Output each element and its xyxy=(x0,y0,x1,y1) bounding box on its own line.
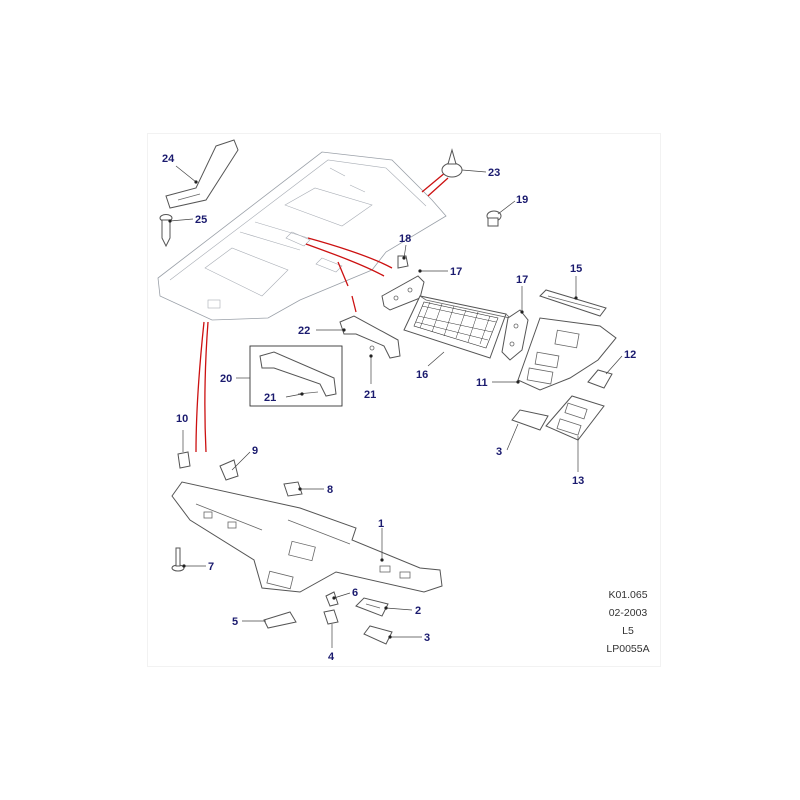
part-11-console-panel xyxy=(517,317,617,391)
callout-20: 20 xyxy=(220,373,232,385)
callout-6: 6 xyxy=(352,587,358,599)
part-10-clip xyxy=(177,430,191,469)
callout-3-upper: 3 xyxy=(496,446,502,458)
revision-date: 02-2003 xyxy=(608,607,648,619)
callout-13: 13 xyxy=(572,475,584,487)
part-17-bracket-right xyxy=(501,309,529,361)
part-3-lamp-upper xyxy=(511,409,549,431)
callout-labels: 24 25 23 19 18 17 17 15 22 16 12 11 20 2… xyxy=(162,153,636,663)
callout-3-lower: 3 xyxy=(424,632,430,644)
part-12-switch xyxy=(587,369,613,389)
part-9-clip xyxy=(219,459,239,481)
callout-9: 9 xyxy=(252,445,258,457)
part-23-clip xyxy=(441,148,463,178)
callout-22: 22 xyxy=(298,325,310,337)
callout-25: 25 xyxy=(195,214,207,226)
part-25-stud xyxy=(159,214,173,248)
callout-17-left: 17 xyxy=(450,266,462,278)
callout-11: 11 xyxy=(476,377,488,389)
part-20-grab-handle xyxy=(249,345,343,407)
leader-dots xyxy=(168,180,578,639)
leader-lines xyxy=(169,165,623,648)
callout-21-inner: 21 xyxy=(264,392,276,404)
routing-lines xyxy=(195,171,449,453)
part-7-screw xyxy=(171,547,185,572)
model-code: L5 xyxy=(622,625,634,637)
callout-17-right: 17 xyxy=(516,274,528,286)
part-4-clip xyxy=(323,609,339,625)
part-18-clip xyxy=(397,255,409,269)
part-3-lamp-lower xyxy=(363,625,393,645)
illustration-code: LP0055A xyxy=(606,643,650,655)
part-19-clip xyxy=(486,210,502,227)
part-16-storage-net xyxy=(403,295,512,359)
callout-23: 23 xyxy=(488,167,500,179)
callout-5: 5 xyxy=(232,616,238,628)
callout-4: 4 xyxy=(328,651,335,663)
part-6-clip xyxy=(325,591,339,607)
part-22-grab-handle xyxy=(339,315,401,359)
callout-15: 15 xyxy=(570,263,582,275)
callout-18: 18 xyxy=(399,233,411,245)
callout-24: 24 xyxy=(162,153,175,165)
callout-2: 2 xyxy=(415,605,421,617)
part-2-switch xyxy=(355,597,389,617)
part-8-clip xyxy=(283,481,303,497)
callout-1: 1 xyxy=(378,518,384,530)
callout-19: 19 xyxy=(516,194,528,206)
callout-12: 12 xyxy=(624,349,636,361)
reference-number: K01.065 xyxy=(608,589,648,601)
callout-7: 7 xyxy=(208,561,214,573)
callout-8: 8 xyxy=(327,484,333,496)
callout-16: 16 xyxy=(416,369,428,381)
callout-10: 10 xyxy=(176,413,188,425)
part-15-trim-strip xyxy=(539,289,607,317)
part-5-lens xyxy=(263,611,297,629)
callout-21-outer: 21 xyxy=(364,389,376,401)
part-13-lamp-unit xyxy=(545,395,605,441)
part-1-roof-frame xyxy=(171,481,443,593)
part-24-bracket xyxy=(165,139,239,209)
